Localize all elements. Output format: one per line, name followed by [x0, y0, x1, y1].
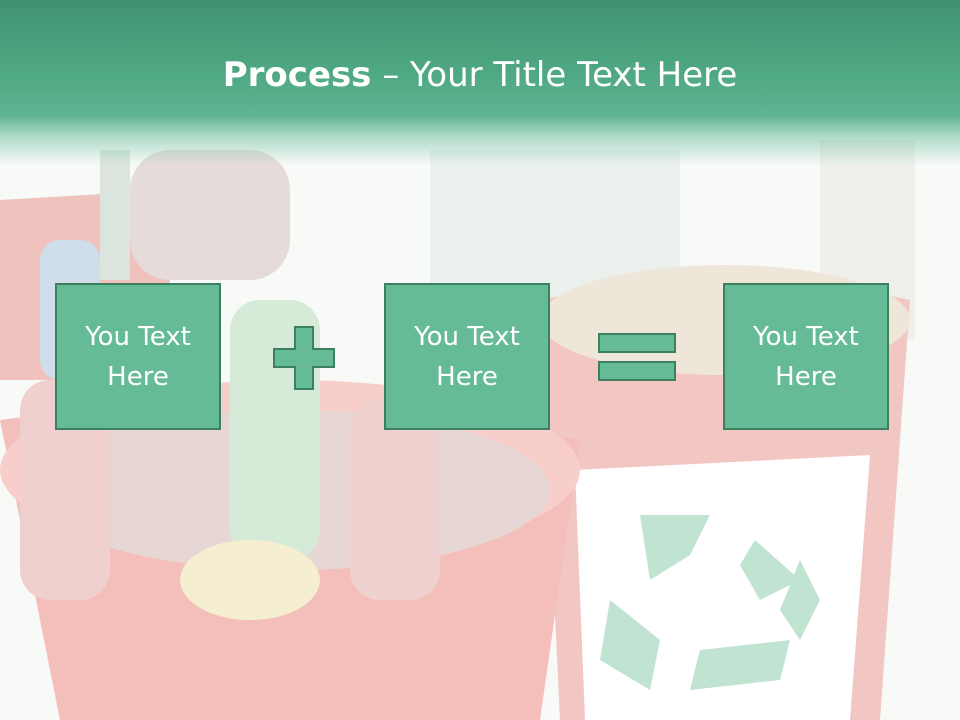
title-strong: Process	[222, 55, 372, 95]
text-box-1-label: You Text Here	[85, 321, 191, 392]
slide-title: Process – Your Title Text Here	[0, 55, 960, 95]
text-box-3-label: You Text Here	[753, 321, 859, 392]
text-box-2[interactable]: You Text Here	[384, 283, 550, 430]
equals-icon	[597, 332, 677, 384]
plus-icon	[272, 325, 336, 391]
text-box-2-label: You Text Here	[414, 321, 520, 392]
title-rest: – Your Title Text Here	[371, 55, 738, 95]
title-bar	[0, 0, 960, 165]
text-box-3[interactable]: You Text Here	[723, 283, 889, 430]
text-box-1[interactable]: You Text Here	[55, 283, 221, 430]
recycle-symbol-icon	[600, 515, 820, 690]
